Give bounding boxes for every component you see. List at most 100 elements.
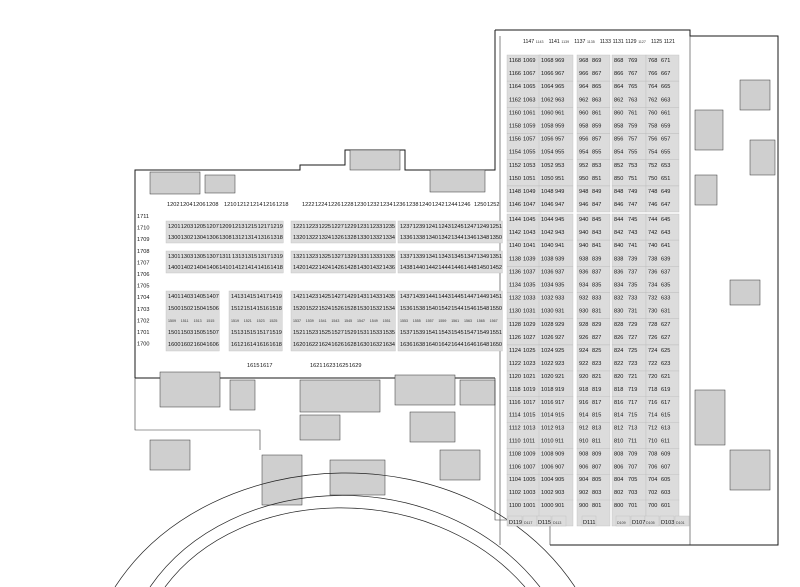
booth-number: 741 [628,243,637,249]
booth-number: 1022 [541,361,553,367]
booth-number: 639 [661,256,670,262]
booth-cell [538,133,574,160]
booth-number: 1328 [344,235,356,241]
booth-number: 867 [592,71,601,77]
booth-number: 1539 [413,330,425,336]
booth-number: 1235 [383,224,395,230]
booth-number: 939 [555,256,564,262]
booth-number: 1207 [206,224,218,230]
booth-number: 1614 [244,342,256,348]
booth-number: 1650 [490,342,502,348]
booth-number: 748 [648,189,657,195]
booth-number: 1206 [193,202,205,208]
booth-number: 1300 [168,235,180,241]
booth-number: 627 [661,335,670,341]
booth-number: 1305 [194,254,206,260]
booth-number: 848 [614,189,623,195]
booth-number: 1164 [509,84,521,90]
booth-number: 1100 [509,503,521,509]
booth-number: 752 [648,163,657,169]
booth-number: 1215 [245,224,257,230]
booth-number: 1059 [523,124,535,130]
booth-cell [506,80,542,108]
booth-number: 928 [579,322,588,328]
booth-number: 1427 [331,294,343,300]
booth-number: 1242 [432,202,444,208]
booth-number: 1634 [383,342,395,348]
booth-number: 1003 [523,490,535,496]
booth-number: 1559 [438,319,446,323]
booth-number: 1620 [293,342,305,348]
booth-cell [538,448,574,475]
booth-cell [645,448,680,475]
booth-number: 823 [592,361,601,367]
booth-number: 1246 [458,202,470,208]
booth-number: 1440 [413,265,425,271]
booth-number: 1154 [509,150,521,156]
booth-number: 1063 [523,97,535,103]
booth-number: 829 [592,322,601,328]
booth-number: 1025 [523,348,535,354]
booth-cell [551,515,567,527]
booth-number: 1343 [438,254,450,260]
booth-number: 767 [628,71,637,77]
booth-number: 820 [614,374,623,380]
booth-number: 645 [661,217,670,223]
booth-number: 938 [579,256,588,262]
booth-number: 1439 [413,294,425,300]
booth-number: 1526 [331,306,343,312]
booth-cell [659,515,675,527]
booth-number: 1506 [206,306,218,312]
booth-number: 1707 [137,260,149,266]
booth-number: 1537 [400,330,412,336]
booth-number: 747 [628,202,637,208]
booth-number: 1316 [258,235,270,241]
booth-number: 1247 [464,224,476,230]
booth-number: 913 [555,426,564,432]
booth-number: 1339 [413,254,425,260]
booth-number: 702 [648,490,657,496]
booth-number: 1537 [293,319,301,323]
booth-number: 932 [579,296,588,302]
booth-cell [576,422,611,449]
booth-number: 1406 [206,265,218,271]
booth-number: 940 [579,217,588,223]
booth-cell [536,515,552,527]
booth-number: 954 [579,150,588,156]
booth-number: 1538 [413,306,425,312]
booth-number: 740 [648,243,657,249]
booth-number: 801 [592,503,601,509]
booth-number: 712 [648,426,657,432]
booth-number: 903 [555,490,564,496]
booth-number: 1016 [541,400,553,406]
booth-number: 835 [592,283,601,289]
booth-number: 815 [592,413,601,419]
booth-number: 1612 [231,342,243,348]
booth-number: 1548 [477,306,489,312]
booth-number: D119 [509,520,522,526]
booth-number: 920 [579,374,588,380]
booth-number: 1320 [293,235,305,241]
booth-number: 1114 [509,413,521,419]
booth-number: 1347 [464,254,476,260]
booth-number: 838 [614,256,623,262]
booth-number: 1026 [541,335,553,341]
booth-number: 703 [628,490,637,496]
booth-number: 941 [555,243,564,249]
booth-number: 1541 [319,319,327,323]
booth-number: 1410 [219,265,231,271]
booth-number: 852 [614,163,623,169]
booth-number: 1523 [306,330,318,336]
booth-number: 1131 [613,39,624,45]
booth-number: 1425 [319,294,331,300]
booth-number: 1021 [523,374,535,380]
booth-number: 1019 [523,387,535,393]
booth-number: D107 [632,520,645,526]
booth-number: 963 [555,97,564,103]
booth-number: 1004 [541,477,553,483]
booth-number: 945 [555,217,564,223]
booth-number: 631 [661,309,670,315]
booth-number: 1551 [490,330,502,336]
booth-number: 1555 [413,319,421,323]
booth-number: 1542 [438,306,450,312]
